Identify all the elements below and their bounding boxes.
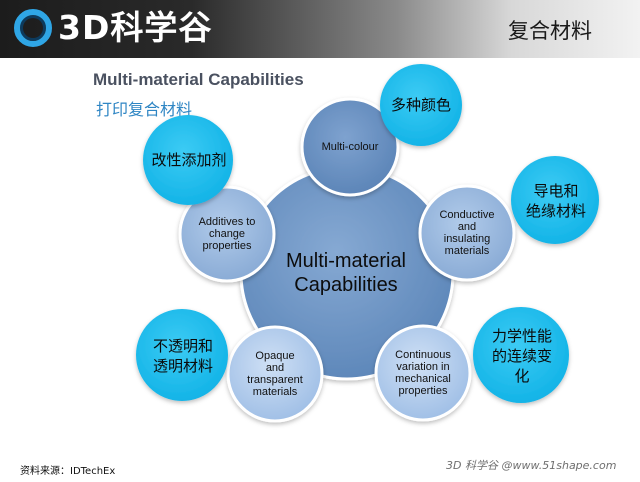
center-label: Multi-material Capabilities xyxy=(285,250,407,296)
satellite-label-additives: Additives to change properties xyxy=(198,216,256,252)
credit-watermark: 3D 科学谷 @www.51shape.com xyxy=(446,459,617,472)
satellite-opaque xyxy=(226,325,324,423)
logo-text: 3D科学谷 xyxy=(58,8,213,47)
satellite-multi-colour xyxy=(300,97,400,197)
satellite-label-conductive: Conductive and insulating materials xyxy=(439,209,495,257)
satellite-additives xyxy=(178,185,276,283)
satellite-label-continuous: Continuous variation in mechanical prope… xyxy=(395,349,451,397)
logo-ring-icon xyxy=(14,9,52,47)
source-note: 资料来源：IDTechEx xyxy=(20,466,116,477)
header-title: 复合材料 xyxy=(508,19,592,43)
callout-label-opaque: 不透明和 透明材料 xyxy=(152,337,213,375)
satellite-label-multi-colour: Multi-colour xyxy=(321,141,379,153)
callout-label-continuous: 力学性能 的连续变 化 xyxy=(491,327,552,385)
callout-additives xyxy=(143,115,233,205)
callout-multi-colour xyxy=(380,64,462,146)
satellite-label-opaque: Opaque and transparent materials xyxy=(247,350,303,398)
slide-title-cn: 打印复合材料 xyxy=(96,100,193,119)
satellite-continuous xyxy=(374,324,472,422)
callout-label-multi-colour: 多种颜色 xyxy=(390,96,451,114)
callout-continuous xyxy=(473,307,569,403)
header-bar: 3D科学谷 复合材料 xyxy=(0,0,640,58)
callout-opaque xyxy=(136,309,228,401)
callout-label-additives: 改性添加剂 xyxy=(151,151,227,169)
slide-title-en: Multi-material Capabilities xyxy=(93,70,304,89)
callout-label-conductive: 导电和 绝缘材料 xyxy=(525,182,586,220)
satellite-conductive xyxy=(418,184,516,282)
callout-conductive xyxy=(511,156,599,244)
